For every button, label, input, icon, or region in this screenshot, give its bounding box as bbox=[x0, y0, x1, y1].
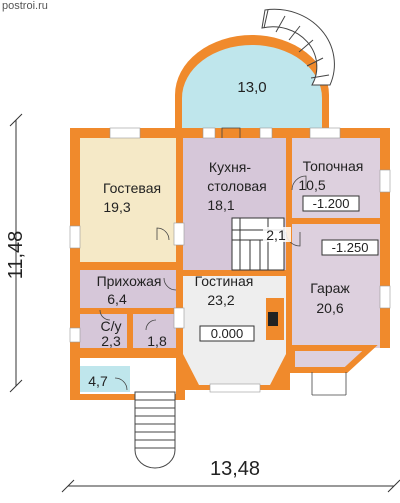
garage-level-box bbox=[321, 239, 379, 256]
hall-name: Прихожая bbox=[97, 273, 162, 289]
guest-name: Гостевая bbox=[103, 180, 161, 196]
closet-area: 1,8 bbox=[147, 333, 167, 349]
hall-area: 6,4 bbox=[107, 291, 127, 307]
guest-area: 19,3 bbox=[103, 199, 130, 215]
fireplace-core bbox=[268, 312, 278, 326]
watermark: postroi.ru bbox=[2, 0, 48, 12]
living-bay bbox=[183, 354, 286, 385]
kitchen-name-2: столовая bbox=[207, 178, 267, 194]
spiral-stair bbox=[261, 8, 335, 86]
stair-area-box bbox=[263, 227, 291, 242]
porch-area: 4,7 bbox=[88, 373, 108, 389]
wc-name: С/у bbox=[101, 318, 122, 334]
living-name: Гостиная bbox=[195, 273, 254, 289]
doors bbox=[99, 127, 307, 391]
windows bbox=[69, 127, 391, 393]
living-area: 23,2 bbox=[207, 292, 234, 308]
boiler-level: -1.200 bbox=[313, 196, 350, 211]
dim-width-line bbox=[61, 479, 400, 493]
stair-area: 2,1 bbox=[266, 227, 286, 243]
living-level: 0.000 bbox=[211, 326, 244, 341]
garage-bay bbox=[289, 345, 378, 373]
porch-stair bbox=[134, 391, 176, 469]
wc-area: 2,3 bbox=[101, 333, 121, 349]
garage-name: Гараж bbox=[310, 280, 350, 296]
porch-inner bbox=[80, 366, 130, 392]
closet-room bbox=[133, 314, 176, 348]
kitchen-name-1: Кухня- bbox=[209, 159, 251, 175]
garage-level: -1.250 bbox=[332, 240, 369, 255]
boiler-level-box bbox=[302, 195, 360, 212]
hall-room bbox=[80, 270, 176, 308]
dim-width-label: 13,48 bbox=[210, 458, 260, 480]
boiler-area: 10,5 bbox=[298, 177, 325, 193]
dim-height-line bbox=[9, 113, 23, 393]
rotunda-area: 13,0 bbox=[237, 79, 266, 96]
wc-room bbox=[80, 314, 127, 348]
kitchen-area: 18,1 bbox=[207, 197, 234, 213]
garage-door bbox=[311, 372, 347, 396]
dim-height-label: 11,48 bbox=[5, 231, 27, 280]
living-level-box bbox=[199, 325, 255, 342]
rotunda-room bbox=[182, 45, 322, 128]
interior-stair bbox=[231, 217, 285, 271]
boiler-name: Топочная bbox=[303, 158, 364, 174]
garage-area: 20,6 bbox=[316, 300, 343, 316]
guest-room bbox=[80, 138, 176, 262]
